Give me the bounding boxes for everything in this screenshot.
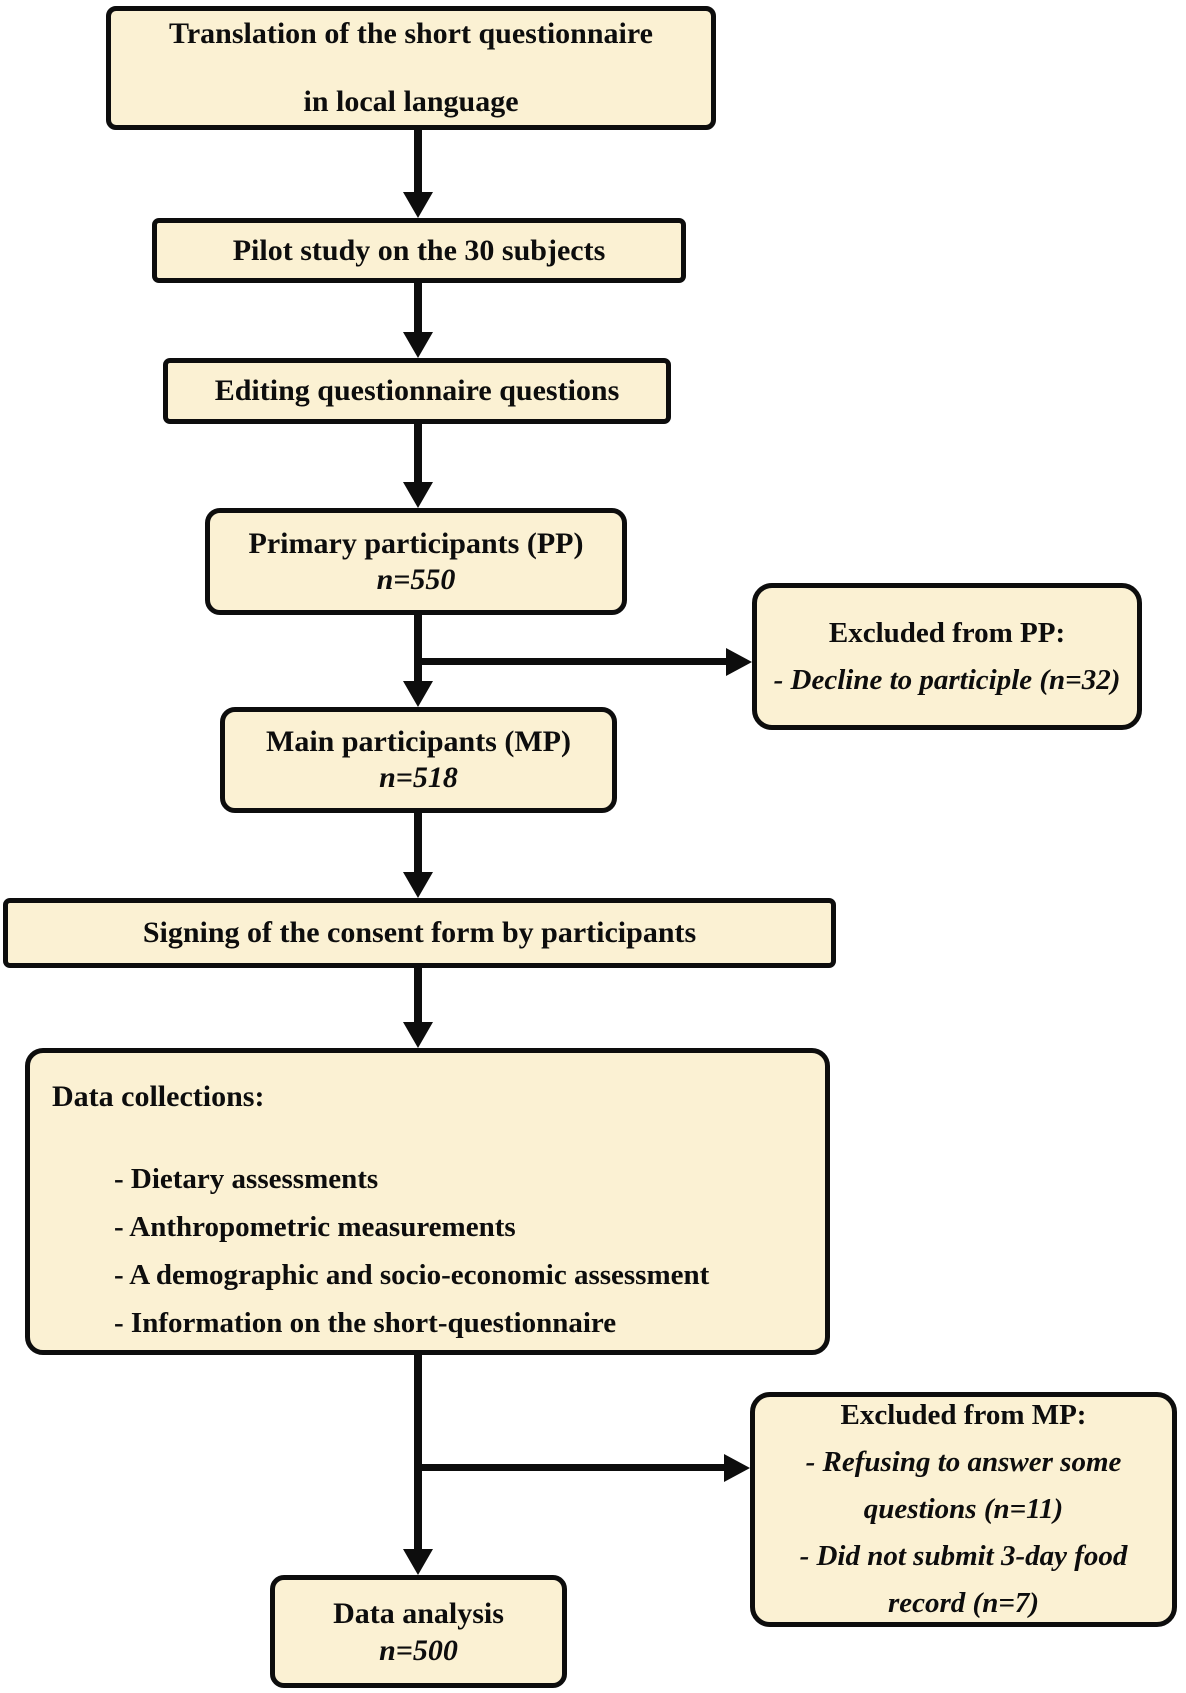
node-primary-participants-count: n=550 — [376, 562, 456, 596]
branch-datacollections-to-excluded-mp-head — [724, 1454, 750, 1482]
arrow-primary-to-main-head — [403, 681, 433, 707]
node-signing-consent: Signing of the consent form by participa… — [3, 898, 836, 968]
node-pilot-study: Pilot study on the 30 subjects — [152, 218, 686, 283]
node-primary-participants: Primary participants (PP) n=550 — [205, 508, 627, 615]
data-collections-item: - A demographic and socio-economic asses… — [114, 1259, 710, 1291]
branch-primary-to-excluded-pp-head — [726, 648, 752, 676]
arrow-datacollections-to-analysis-head — [403, 1549, 433, 1575]
node-pilot-study-label: Pilot study on the 30 subjects — [232, 233, 606, 267]
node-data-analysis-count: n=500 — [379, 1633, 458, 1667]
node-data-collections: Data collections: - Dietary assessments … — [25, 1048, 830, 1355]
node-main-participants: Main participants (MP) n=518 — [220, 707, 617, 813]
arrow-datacollections-to-analysis-line — [414, 1355, 422, 1551]
arrow-signing-to-datacollections-head — [403, 1022, 433, 1048]
node-editing-questions-label: Editing questionnaire questions — [214, 374, 620, 407]
arrow-pilot-to-editing-line — [414, 283, 422, 334]
arrow-editing-to-primary-head — [403, 482, 433, 508]
data-collections-item: - Dietary assessments — [114, 1163, 379, 1195]
node-translation: Translation of the short questionnaire i… — [106, 6, 716, 130]
arrow-translation-to-pilot-line — [414, 130, 422, 194]
arrow-main-to-signing-line — [414, 813, 422, 874]
arrow-translation-to-pilot-head — [403, 192, 433, 218]
node-data-analysis: Data analysis n=500 — [270, 1575, 567, 1688]
arrow-editing-to-primary-line — [414, 424, 422, 484]
node-data-collections-title: Data collections: — [52, 1080, 265, 1113]
node-editing-questions: Editing questionnaire questions — [163, 358, 671, 424]
branch-datacollections-to-excluded-mp-line — [418, 1464, 724, 1471]
arrow-main-to-signing-head — [403, 872, 433, 898]
node-main-participants-count: n=518 — [379, 761, 458, 794]
node-translation-line1: Translation of the short questionnaire — [169, 17, 653, 50]
arrow-primary-to-main-line — [414, 615, 422, 683]
node-excluded-pp-title: Excluded from PP: — [828, 616, 1066, 649]
node-translation-line2: in local language — [303, 85, 519, 118]
node-excluded-mp-item: - Did not submit 3-day food record (n=7) — [799, 1540, 1128, 1619]
node-excluded-mp-item: - Refusing to answer some questions (n=1… — [805, 1446, 1122, 1525]
arrow-pilot-to-editing-head — [403, 332, 433, 358]
data-collections-list: - Dietary assessments - Anthropometric m… — [114, 1155, 709, 1347]
node-primary-participants-title: Primary participants (PP) — [248, 526, 584, 560]
branch-primary-to-excluded-pp-line — [418, 658, 728, 665]
node-main-participants-title: Main participants (MP) — [266, 725, 571, 758]
data-collections-item: - Information on the short-questionnaire — [114, 1307, 617, 1339]
node-excluded-mp: Excluded from MP: - Refusing to answer s… — [750, 1392, 1177, 1627]
data-collections-item: - Anthropometric measurements — [114, 1211, 516, 1243]
node-data-analysis-title: Data analysis — [333, 1596, 504, 1630]
arrow-signing-to-datacollections-line — [414, 968, 422, 1024]
node-signing-consent-label: Signing of the consent form by participa… — [142, 916, 697, 949]
node-excluded-mp-title: Excluded from MP: — [840, 1399, 1087, 1431]
node-excluded-pp: Excluded from PP: - Decline to participl… — [752, 583, 1142, 730]
node-excluded-pp-item: - Decline to participle (n=32) — [773, 663, 1121, 696]
